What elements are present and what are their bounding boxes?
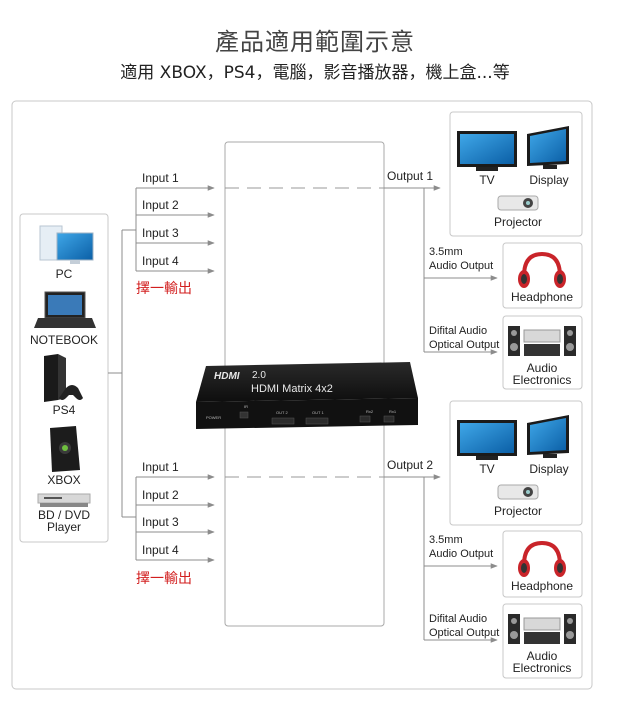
output-1-audio-electronics-line-2: Electronics [513,373,572,387]
bd-dvd-player-icon [37,493,91,507]
page-subtitle: 適用 XBOX，PS4，電腦，影音播放器，機上盒...等 [120,63,510,83]
source-player: Player [47,520,81,534]
port-rx2: Rx2 [366,409,374,414]
output-2-audio-label-line-2: Audio Output [429,548,493,560]
output-2-audio-electronics-line-2: Electronics [513,661,572,675]
top-input-2: Input 2 [142,198,179,212]
source-pc: PC [56,267,73,281]
top-input-1: Input 1 [142,171,179,185]
device-name: HDMI Matrix 4x2 [251,383,333,395]
output-2-lines [384,474,498,643]
output-1-headphone-box [502,242,583,309]
output-2-audio-electronics-line-1: Audio [527,649,558,663]
page-title: 產品適用範圍示意 [215,28,415,56]
source-xbox: XBOX [47,473,80,487]
port-ir: IR [244,404,248,409]
ps4-icon [44,354,83,402]
output-2-projector: Projector [494,504,542,518]
hdmi-version: 2.0 [252,370,266,381]
output-2-headphone: Headphone [511,579,573,593]
pc-icon [39,225,94,264]
output-1-display: Display [529,173,568,187]
hdmi-matrix-device: HDMI 2.0 HDMI Matrix 4x2 POWER IR OUT 2 … [196,362,418,429]
output-2-optical-label-line-1: Difital Audio [429,613,487,625]
output-1-projector: Projector [494,215,542,229]
display-icon [527,415,569,458]
top-select-output-label: 擇一輸出 [136,281,192,297]
output-2-audio-label-line-1: 3.5mm [429,534,463,546]
output-1-headphone: Headphone [511,290,573,304]
port-out-1: OUT 1 [312,410,324,415]
bottom-select-output-label: 擇一輸出 [136,571,192,587]
output-1-audio-label-line-2: Audio Output [429,260,493,272]
projector-icon [497,195,539,211]
output-2-optical-label-line-2: Optical Output [429,627,499,639]
outer-frame [11,100,593,690]
output-1-label: Output 1 [387,169,433,183]
port-power: POWER [206,415,221,420]
output-2-tv: TV [479,462,494,476]
output-1-audio-electronics-line-1: Audio [527,361,558,375]
port-rx1: Rx1 [389,409,397,414]
notebook-icon [34,291,96,328]
bottom-input-2: Input 2 [142,488,179,502]
output-1-tv: TV [479,173,494,187]
audio-electronics-icon [508,614,576,644]
headphone-icon [518,540,566,577]
top-input-3: Input 3 [142,226,179,240]
source-ps4: PS4 [53,403,76,417]
tv-icon [457,420,517,460]
bottom-input-lines [135,474,215,563]
output-2-label: Output 2 [387,458,433,472]
top-input-4: Input 4 [142,254,179,268]
audio-electronics-icon [508,326,576,356]
display-icon [527,126,569,169]
output-1-optical-label-line-2: Optical Output [429,339,499,351]
tv-icon [457,131,517,171]
bottom-input-3: Input 3 [142,515,179,529]
source-connectors [108,229,136,518]
source-notebook: NOTEBOOK [30,333,98,347]
hdmi-logo: HDMI [214,371,240,382]
headphone-icon [518,251,566,288]
output-2-display: Display [529,462,568,476]
output-1-audio-label-line-1: 3.5mm [429,246,463,258]
xbox-icon [50,426,80,472]
output-2-headphone-box [502,530,583,598]
projector-icon [497,484,539,500]
source-bd-dvd: BD / DVD [38,508,90,522]
port-out-2: OUT 2 [276,410,288,415]
output-1-optical-label-line-1: Difital Audio [429,325,487,337]
output-1-lines [384,185,498,355]
bottom-input-1: Input 1 [142,460,179,474]
top-input-lines [135,185,215,274]
bottom-input-4: Input 4 [142,543,179,557]
